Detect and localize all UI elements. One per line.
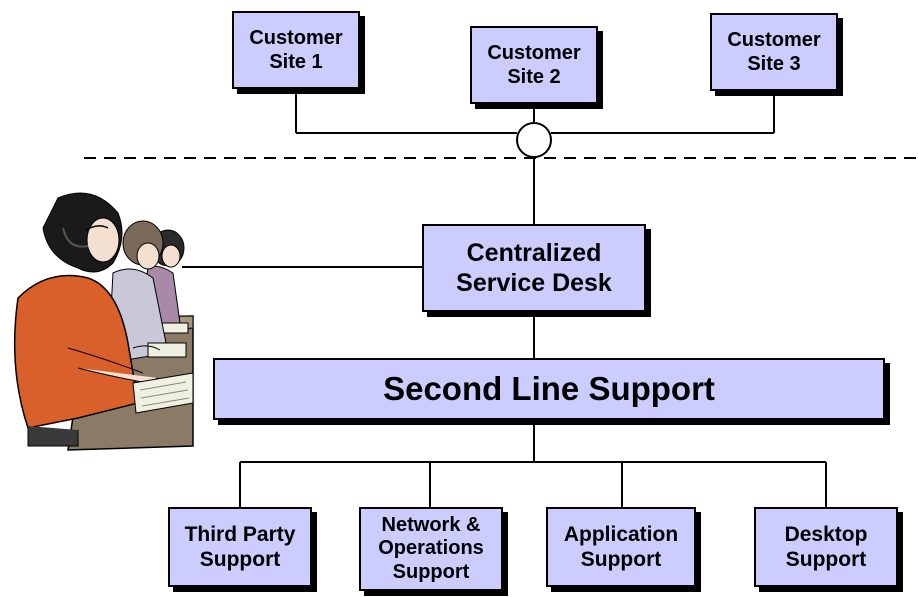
application-support-box: Application Support xyxy=(546,507,696,587)
customer-site-3-box: Customer Site 3 xyxy=(710,13,838,91)
customer-site-1-box: Customer Site 1 xyxy=(232,11,360,89)
third-party-support-box: Third Party Support xyxy=(168,507,312,587)
call-center-agents-icon xyxy=(13,192,194,451)
second-line-support-box: Second Line Support xyxy=(213,358,885,420)
desktop-support-box: Desktop Support xyxy=(754,507,898,587)
network-hub xyxy=(516,122,552,158)
service-desk-box: Centralized Service Desk xyxy=(422,224,646,312)
customer-site-2-box: Customer Site 2 xyxy=(470,26,598,104)
network-operations-support-box: Network & Operations Support xyxy=(359,507,503,591)
